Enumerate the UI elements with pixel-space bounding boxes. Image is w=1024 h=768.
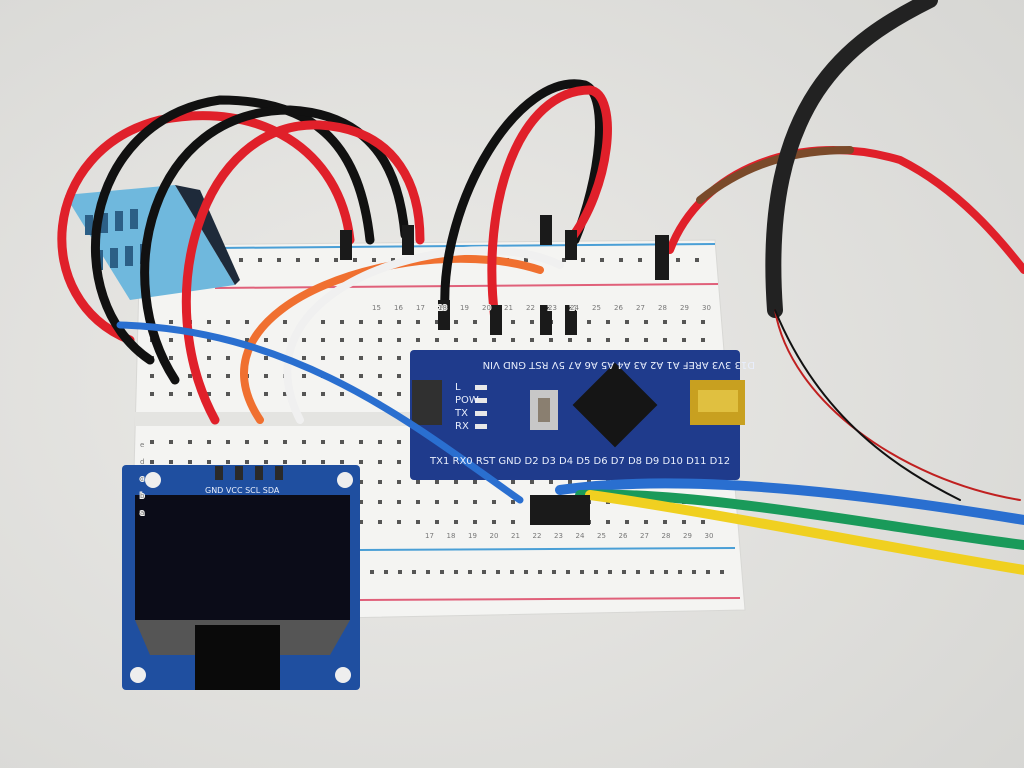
wire-connectors bbox=[340, 215, 669, 525]
led-label: L bbox=[455, 382, 461, 393]
column-number: 15 bbox=[372, 304, 381, 312]
oled-display bbox=[122, 465, 360, 690]
column-number: 21 bbox=[511, 532, 520, 540]
column-number: 18 bbox=[447, 532, 456, 540]
oled-pin-labels: GND VCC SCL SDA bbox=[205, 486, 280, 495]
column-number: 29 bbox=[680, 304, 689, 312]
column-number: 27 bbox=[636, 304, 645, 312]
arduino-top-pin-labels: D13 3V3 AREF A1 A2 A3 A4 A5 A6 A7 5V RST… bbox=[483, 359, 755, 370]
column-number: 24 bbox=[576, 532, 585, 540]
column-number: 25 bbox=[592, 304, 601, 312]
column-number: 17 bbox=[425, 532, 434, 540]
row-letters: e d c b a bbox=[139, 440, 146, 518]
row-letter: d bbox=[140, 458, 144, 466]
column-number: 22 bbox=[526, 304, 535, 312]
column-number: 26 bbox=[619, 532, 628, 540]
column-number: 21 bbox=[504, 304, 513, 312]
arduino-nano bbox=[410, 350, 745, 480]
column-number: 20 bbox=[490, 532, 499, 540]
column-number: 26 bbox=[614, 304, 623, 312]
column-number: 24 bbox=[570, 304, 579, 312]
jumper-wires bbox=[57, 0, 1024, 575]
column-number: 28 bbox=[662, 532, 671, 540]
row-letter: c bbox=[140, 475, 144, 483]
column-number: 30 bbox=[702, 304, 711, 312]
column-number: 19 bbox=[460, 304, 469, 312]
column-number: 27 bbox=[640, 532, 649, 540]
column-number: 29 bbox=[683, 532, 692, 540]
column-number: 16 bbox=[394, 304, 403, 312]
column-number: 23 bbox=[548, 304, 557, 312]
column-number: 17 bbox=[416, 304, 425, 312]
row-letter: e bbox=[140, 441, 144, 449]
text-overlay: D13 3V3 AREF A1 A2 A3 A4 A5 A6 A7 5V RST… bbox=[139, 303, 755, 541]
column-number: 28 bbox=[658, 304, 667, 312]
column-number: 18 bbox=[438, 304, 447, 312]
column-number: 30 bbox=[705, 532, 714, 540]
led-label: POW bbox=[455, 395, 479, 406]
top-number-row: 15 16 17 18 19 20 21 22 23 24 25 26 27 28 29 30 bbox=[371, 303, 712, 313]
column-number: 23 bbox=[554, 532, 563, 540]
arduino-bottom-pin-labels: TX1 RX0 RST GND D2 D3 D4 D5 D6 D7 D8 D9 … bbox=[429, 456, 730, 467]
column-number: 25 bbox=[597, 532, 606, 540]
column-number: 22 bbox=[533, 532, 542, 540]
row-letter: a bbox=[140, 509, 144, 517]
column-number: 20 bbox=[482, 304, 491, 312]
row-letter: b bbox=[140, 492, 145, 500]
led-label: TX bbox=[454, 408, 468, 419]
bottom-number-row: 17 18 19 20 21 22 23 24 25 26 27 28 29 30 bbox=[424, 531, 714, 541]
column-number: 19 bbox=[468, 532, 477, 540]
led-label: RX bbox=[455, 421, 469, 432]
